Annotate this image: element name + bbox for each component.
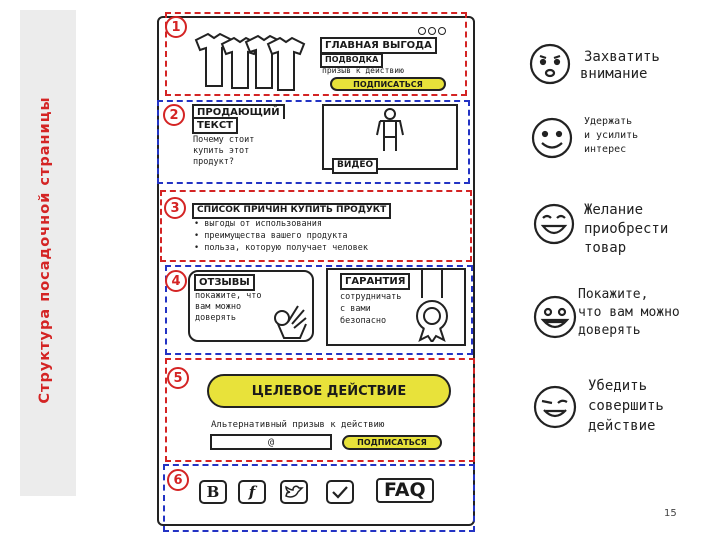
- side-title: Структура посадочной страницы: [37, 96, 53, 404]
- page-number: 15: [664, 508, 677, 519]
- goal-1-line-2: внимание: [580, 66, 648, 82]
- section-5-number: 5: [167, 367, 189, 389]
- reason-item-3: • польза, которую получает человек: [194, 243, 368, 253]
- section-2-blue-frame: [157, 100, 470, 184]
- reason-item-1: • выгоды от использования: [194, 219, 322, 229]
- ok-hand-icon: [274, 305, 307, 339]
- subscribe-button-top[interactable]: ПОДПИСАТЬСЯ: [330, 77, 446, 91]
- section-1-number: 1: [165, 16, 187, 38]
- video-label: ВИДЕО: [332, 158, 379, 174]
- guarantee-line-3: безопасно: [340, 316, 387, 326]
- smiling-face-icon: [531, 117, 573, 159]
- selling-text-label-line1: ПРОДАЮЩИЙ: [192, 104, 285, 119]
- email-input[interactable]: @: [210, 434, 332, 450]
- why-buy-line-1: Почему стоит: [193, 135, 255, 145]
- section-6-blue-frame: [163, 464, 475, 532]
- guarantee-line-2: с вами: [340, 304, 371, 314]
- goal-4-line-1: Покажите,: [578, 287, 649, 302]
- person-icon: [376, 108, 404, 151]
- reasons-list-label: СПИСОК ПРИЧИН КУПИТЬ ПРОДУКТ: [192, 203, 392, 219]
- reviews-line-3: доверять: [195, 313, 236, 323]
- section-3-number: 3: [164, 197, 186, 219]
- winking-face-icon: [533, 385, 577, 429]
- goal-5-line-2: совершить: [588, 398, 664, 414]
- section-4-blue-frame: [165, 265, 473, 355]
- goal-2-line-3: интерес: [584, 144, 627, 155]
- goal-5-line-3: действие: [588, 418, 656, 434]
- goal-2-line-1: Удержать: [584, 116, 633, 127]
- goal-5-line-1: Убедить: [588, 378, 648, 394]
- goal-3-line-3: товар: [584, 240, 627, 256]
- surprised-face-icon: [529, 43, 571, 85]
- window-dots-icon: [418, 20, 448, 39]
- section-1-red-frame: [165, 12, 467, 96]
- goal-3-line-2: приобрести: [584, 221, 669, 237]
- twitter-bird-icon[interactable]: [280, 480, 308, 504]
- goal-4-line-3: доверять: [578, 323, 641, 338]
- email-at-symbol: @: [267, 436, 275, 448]
- main-benefit-label: ГЛАВНАЯ ВЫГОДА: [320, 37, 437, 54]
- landing-page-sketch: [157, 16, 475, 526]
- facebook-icon[interactable]: f: [238, 480, 266, 504]
- goal-3-line-1: Желание: [584, 202, 644, 218]
- lead-in-label: ПОДВОДКА: [320, 53, 384, 68]
- section-5-red-frame: [165, 358, 475, 462]
- vk-icon[interactable]: B: [199, 480, 227, 504]
- reviews-line-1: покажите, что: [195, 291, 262, 301]
- alt-cta-text: Альтернативный призыв к действию: [211, 420, 385, 430]
- goal-4-line-2: что вам можно: [578, 305, 680, 320]
- award-medal-icon: [416, 268, 448, 342]
- why-buy-line-2: купить этот: [193, 146, 250, 156]
- goal-2-line-2: и усилить: [584, 130, 639, 141]
- section-3-red-frame: [160, 190, 472, 262]
- happy-face-icon: [533, 203, 575, 245]
- reviews-line-2: вам можно: [195, 302, 242, 312]
- grinning-face-icon: [533, 295, 577, 339]
- goal-1-line-1: Захватить: [584, 49, 660, 65]
- faq-link[interactable]: FAQ: [376, 478, 434, 503]
- why-buy-line-3: продукт?: [193, 157, 234, 167]
- cta-hint: призыв к действию: [322, 66, 404, 75]
- section-6-number: 6: [167, 469, 189, 491]
- reviews-label: ОТЗЫВЫ: [194, 274, 255, 291]
- reason-item-2: • преимущества вашего продукта: [194, 231, 348, 241]
- guarantee-label: ГАРАНТИЯ: [340, 273, 411, 290]
- section-4-number: 4: [165, 270, 187, 292]
- section-2-number: 2: [163, 104, 185, 126]
- side-band: [20, 10, 76, 496]
- subscribe-button-bottom[interactable]: ПОДПИСАТЬСЯ: [342, 435, 442, 450]
- selling-text-label-line2: ТЕКСТ: [192, 117, 238, 134]
- check-mark-icon[interactable]: [326, 480, 354, 504]
- tshirts-icon: [194, 32, 306, 91]
- target-action-button[interactable]: ЦЕЛЕВОЕ ДЕЙСТВИЕ: [207, 374, 451, 408]
- guarantee-line-1: сотрудничать: [340, 292, 402, 302]
